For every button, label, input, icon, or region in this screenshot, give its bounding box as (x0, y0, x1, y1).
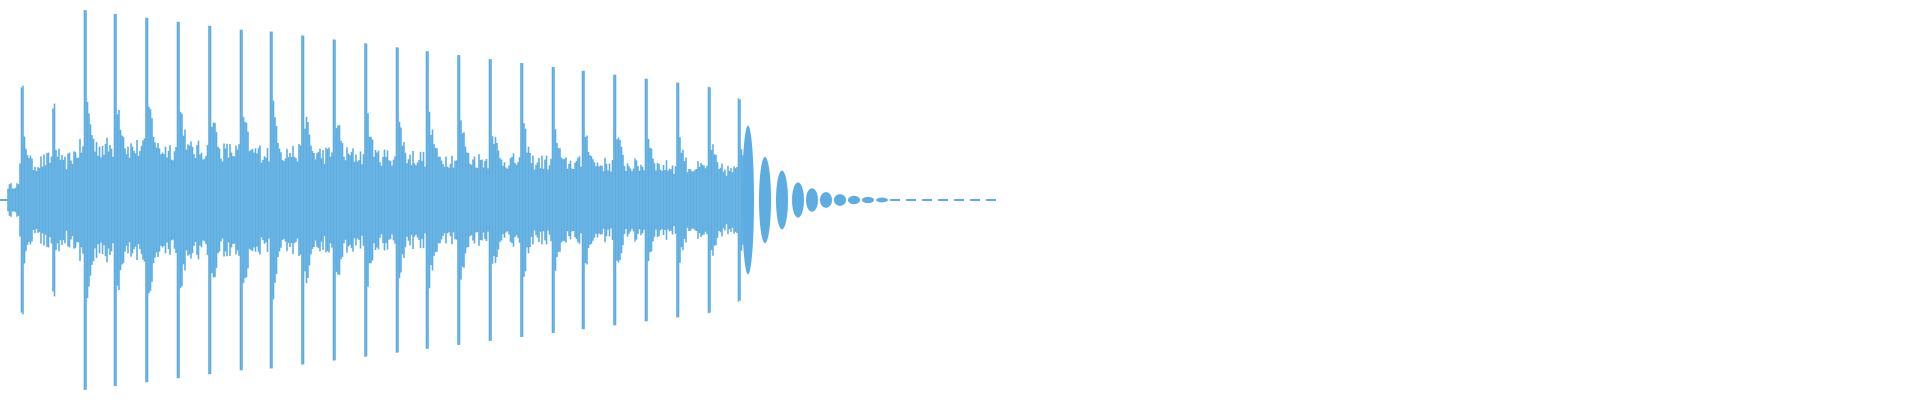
waveform-envelope (0, 10, 998, 390)
waveform-decay-lobe (776, 170, 788, 230)
waveform-decay-lobe (834, 194, 846, 206)
waveform-decay-lobe (792, 182, 804, 218)
waveform-decay-lobe (848, 195, 860, 205)
waveform-decay-lobe (759, 156, 771, 244)
waveform-decay-lobe (820, 192, 832, 208)
waveform-decay-lobe (862, 196, 874, 204)
waveform-decay-lobe (806, 188, 818, 212)
waveform-decay-lobe (876, 197, 888, 203)
waveform-decay-lobe (742, 125, 754, 275)
